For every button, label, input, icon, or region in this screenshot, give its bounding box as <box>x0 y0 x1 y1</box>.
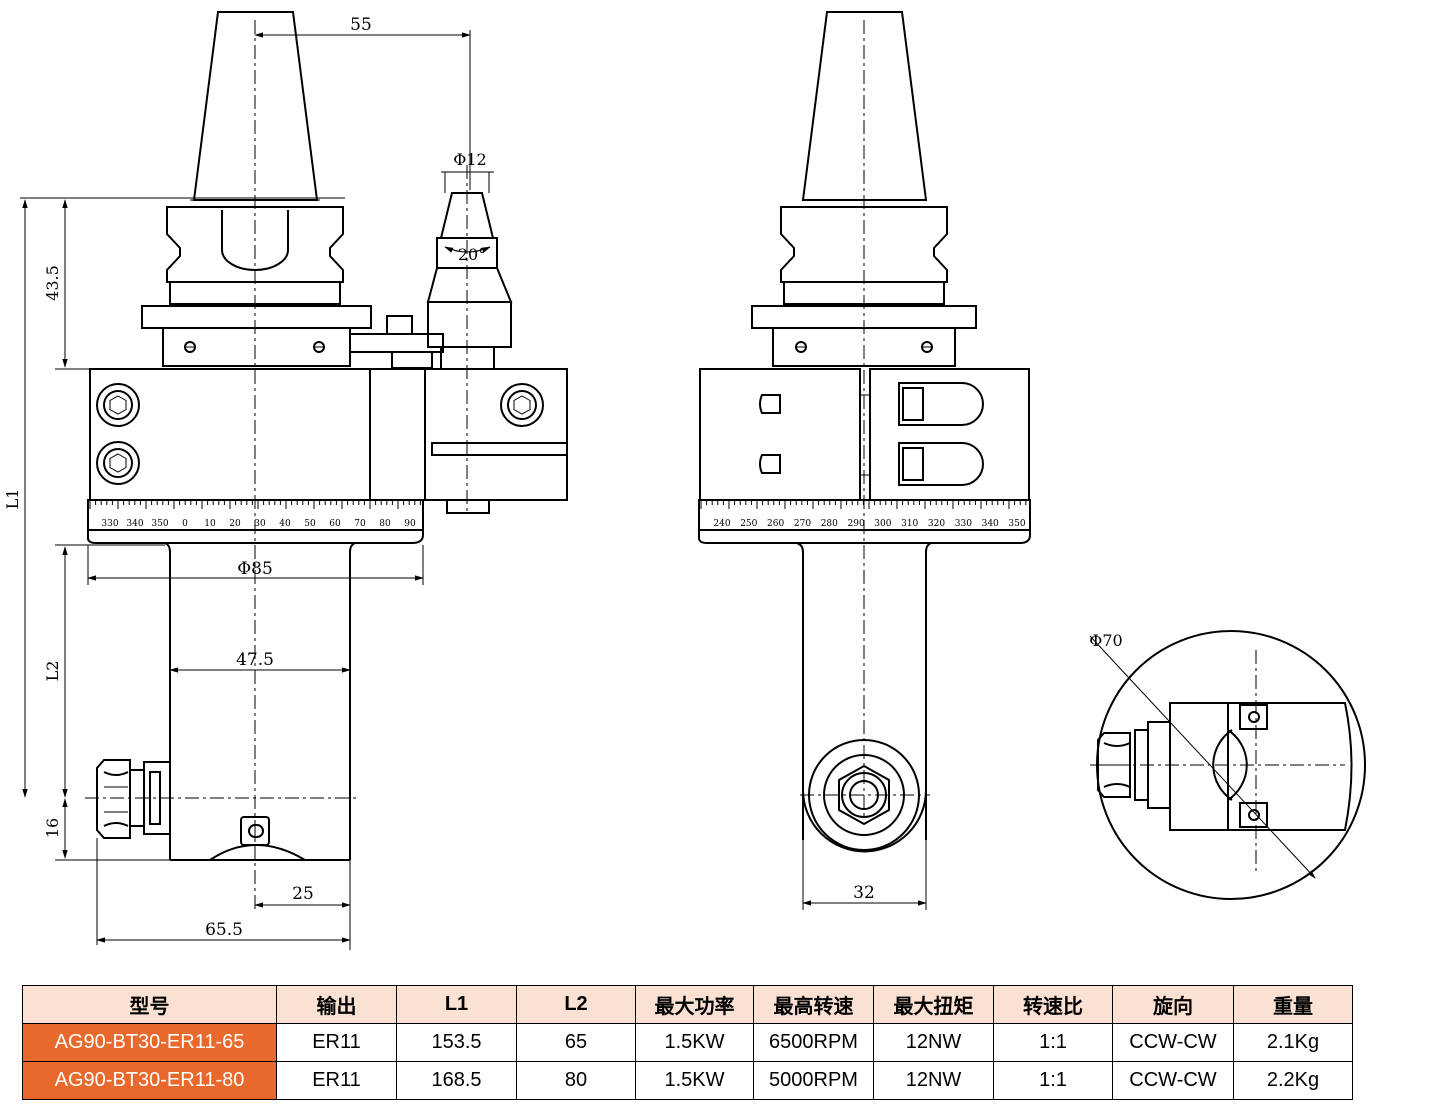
dim-body-dia-label: Φ85 <box>237 559 273 579</box>
cell-weight: 2.1Kg <box>1233 1023 1353 1062</box>
side-view: 240 250 260 270 280 290 300 310 320 330 340 350 32 <box>698 11 1031 910</box>
scale-label: 310 <box>901 519 918 529</box>
scale-ring-labels: 330 340 350 0 10 20 30 40 50 60 70 80 90 <box>101 519 416 529</box>
scale-label: 350 <box>151 519 168 529</box>
scale-label: 350 <box>1008 519 1025 529</box>
dim-reach-label: 65.5 <box>205 920 243 940</box>
header-ratio: 转速比 <box>993 985 1113 1024</box>
scale-label: 60 <box>329 519 341 529</box>
scale-label: 330 <box>955 519 972 529</box>
scale-label: 40 <box>279 519 291 529</box>
cell-output: ER11 <box>276 1061 397 1100</box>
cell-L1: 153.5 <box>396 1023 517 1062</box>
scale-label: 20 <box>229 519 241 529</box>
dim-nose-dia-label: Φ12 <box>453 150 486 169</box>
scale-label: 340 <box>982 519 999 529</box>
cell-max-power: 1.5KW <box>635 1023 754 1062</box>
header-L2: L2 <box>516 985 636 1024</box>
cell-rotation: CCW-CW <box>1112 1061 1234 1100</box>
scale-tick-marks <box>700 500 1027 509</box>
technical-drawing: 330 340 350 0 10 20 30 40 50 60 70 80 90 55 Φ12 20° <box>3 11 1366 950</box>
cell-rotation: CCW-CW <box>1112 1023 1234 1062</box>
dim-angle-label: 20° <box>458 245 486 264</box>
header-output: 输出 <box>276 985 397 1024</box>
cell-max-speed: 6500RPM <box>753 1023 874 1062</box>
cell-max-torque: 12NW <box>873 1061 994 1100</box>
scale-tick-marks <box>89 500 421 509</box>
cell-model: AG90-BT30-ER11-65 <box>22 1023 277 1062</box>
scale-label: 300 <box>874 519 891 529</box>
table-header-row: 型号 输出 L1 L2 最大功率 最高转速 最大扭矩 转速比 旋向 重量 <box>22 985 1353 1024</box>
dim-center-label: 25 <box>292 884 314 904</box>
cell-ratio: 1:1 <box>993 1023 1113 1062</box>
scale-label: 50 <box>304 519 316 529</box>
header-rotation: 旋向 <box>1112 985 1234 1024</box>
scale-label: 10 <box>204 519 216 529</box>
header-max-power: 最大功率 <box>635 985 754 1024</box>
front-view: 330 340 350 0 10 20 30 40 50 60 70 80 90 55 Φ12 20° <box>3 11 568 950</box>
dim-flange-label: 43.5 <box>43 265 62 301</box>
dim-nut-label: 16 <box>43 818 62 838</box>
cell-max-speed: 5000RPM <box>753 1061 874 1100</box>
cell-weight: 2.2Kg <box>1233 1061 1353 1100</box>
cell-max-power: 1.5KW <box>635 1061 754 1100</box>
scale-label: 290 <box>848 519 865 529</box>
header-L1: L1 <box>396 985 517 1024</box>
table-row: AG90-BT30-ER11-65 ER11 153.5 65 1.5KW 65… <box>22 1023 1353 1062</box>
dim-width-label: 32 <box>853 883 875 903</box>
cap-screw-icon <box>500 383 544 427</box>
cell-L2: 80 <box>516 1061 636 1100</box>
scale-label: 70 <box>354 519 366 529</box>
scale-ring-labels: 240 250 260 270 280 290 300 310 320 330 340 350 <box>713 519 1025 529</box>
scale-label: 80 <box>379 519 391 529</box>
scale-label: 90 <box>404 519 416 529</box>
scale-label: 240 <box>713 519 730 529</box>
cap-screw-icon <box>96 441 140 485</box>
scale-label: 30 <box>254 519 266 529</box>
scale-label: 320 <box>928 519 945 529</box>
dim-offset-label: 55 <box>350 15 372 35</box>
cell-L1: 168.5 <box>396 1061 517 1100</box>
scale-label: 330 <box>101 519 118 529</box>
dim-arm-width-label: 47.5 <box>236 650 274 670</box>
cell-max-torque: 12NW <box>873 1023 994 1062</box>
bottom-view: Φ70 <box>1089 630 1366 900</box>
scale-label: 260 <box>767 519 784 529</box>
header-max-torque: 最大扭矩 <box>873 985 994 1024</box>
table-row: AG90-BT30-ER11-80 ER11 168.5 80 1.5KW 50… <box>22 1061 1353 1100</box>
scale-label: 0 <box>182 519 188 529</box>
dim-L2-label: L2 <box>43 661 62 682</box>
dim-L1-label: L1 <box>3 489 22 510</box>
spec-table: 型号 输出 L1 L2 最大功率 最高转速 最大扭矩 转速比 旋向 重量 AG9… <box>22 985 1353 1100</box>
cap-screw-icon <box>96 383 140 427</box>
scale-label: 280 <box>821 519 838 529</box>
scale-label: 270 <box>794 519 811 529</box>
header-model: 型号 <box>22 985 277 1024</box>
scale-label: 250 <box>740 519 757 529</box>
cell-ratio: 1:1 <box>993 1061 1113 1100</box>
cell-L2: 65 <box>516 1023 636 1062</box>
header-weight: 重量 <box>1233 985 1353 1024</box>
header-max-speed: 最高转速 <box>753 985 874 1024</box>
scale-label: 340 <box>126 519 143 529</box>
cell-output: ER11 <box>276 1023 397 1062</box>
dim-dia-label: Φ70 <box>1089 631 1122 650</box>
cell-model: AG90-BT30-ER11-80 <box>22 1061 277 1100</box>
